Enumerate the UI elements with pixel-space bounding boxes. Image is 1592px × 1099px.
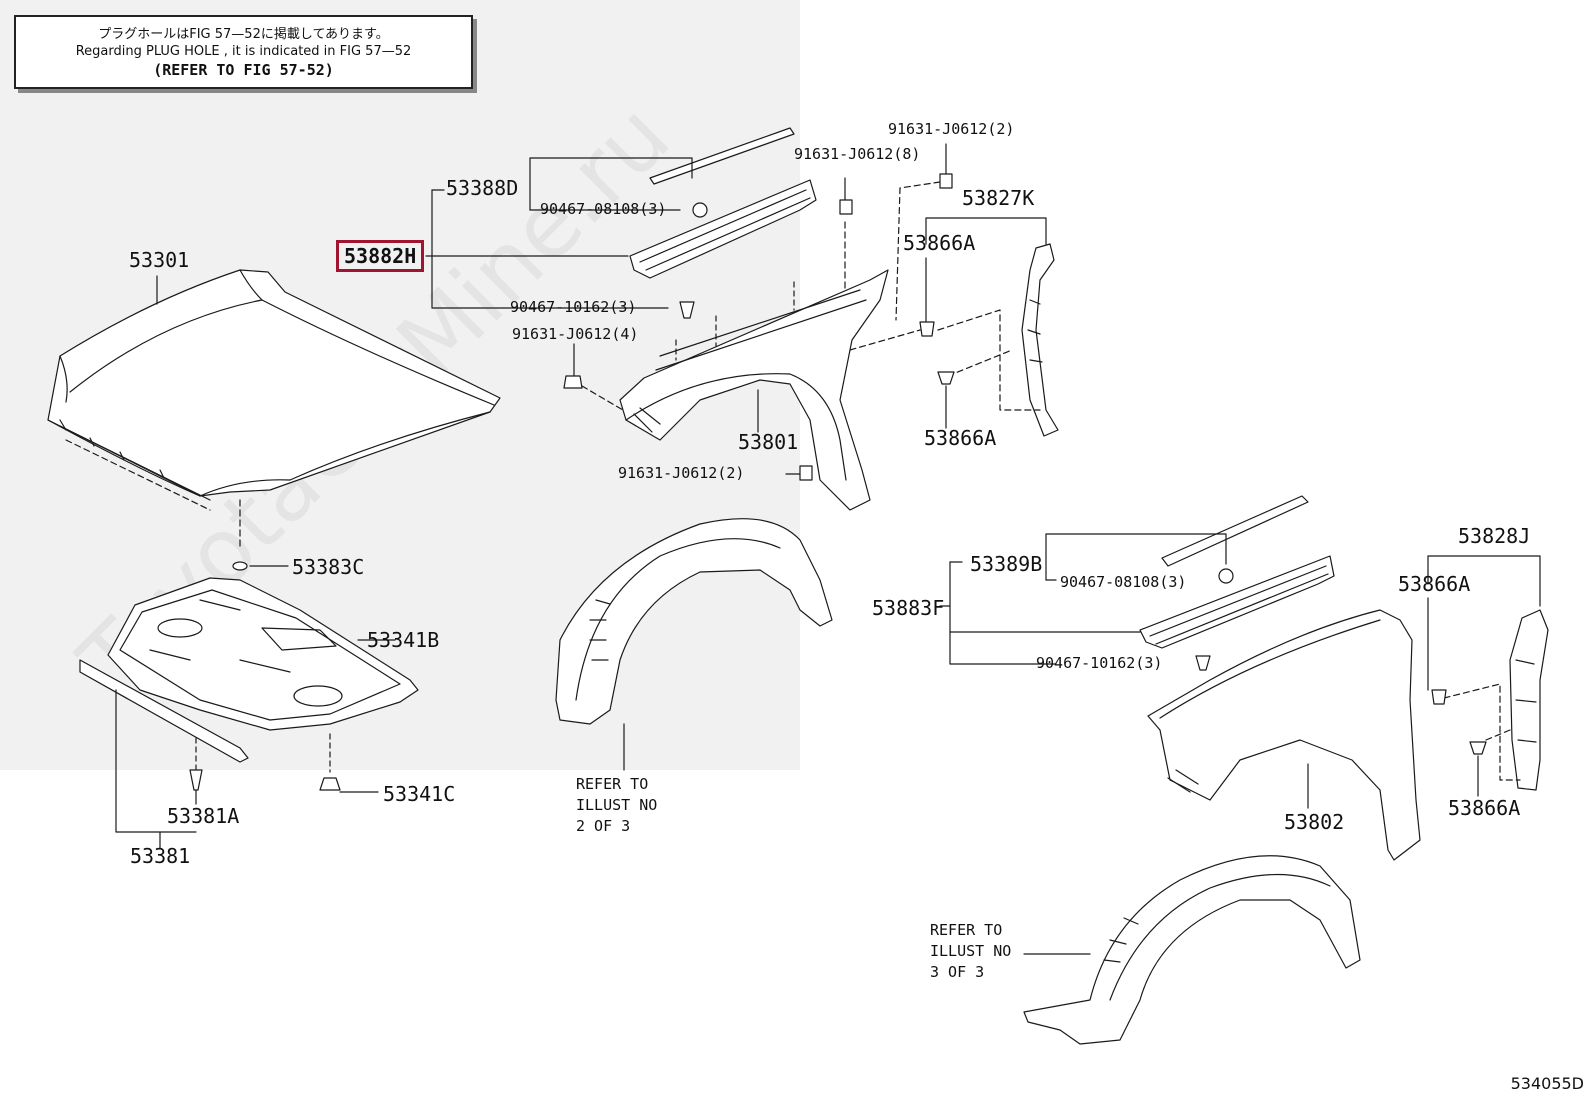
label-53341c[interactable]: 53341C [383,782,456,806]
figure-code: 534055D [1510,1074,1584,1093]
label-53866a-2[interactable]: 53866A [924,426,997,450]
bolt-91631-b [839,199,853,215]
liner-k-leaders [849,217,1047,429]
label-53883f[interactable]: 53883F [872,596,945,620]
clip-90467-08108-rh [692,202,708,218]
label-53341b[interactable]: 53341B [367,628,440,652]
label-53388d[interactable]: 53388D [446,176,519,200]
note-refer: (REFER TO FIG 57-52) [153,61,334,79]
label-91631-j0612-8[interactable]: 91631-J0612(8) [794,145,921,163]
clip-53341c [319,777,341,791]
clip-53866a-4 [1469,741,1487,755]
bolt-91631-d [799,465,813,481]
clip-90467-10162-lh [1195,655,1211,671]
liner-j-leaders [1427,555,1541,797]
label-53381a[interactable]: 53381A [167,804,240,828]
fender-liner-center-drawing [555,518,833,725]
fender-53801-drawing [619,269,889,511]
label-53381[interactable]: 53381 [130,844,191,868]
note-japanese: プラグホールはFIG 57—52に掲載してあります。 [98,27,389,42]
label-53383c[interactable]: 53383C [292,555,365,579]
seal-53381-drawing [79,659,249,763]
label-90467-08108-lh[interactable]: 90467-08108(3) [1060,573,1187,591]
label-91631-j0612-4[interactable]: 91631-J0612(4) [512,325,639,343]
rh-seal-leaders [425,143,947,475]
label-90467-08108-rh[interactable]: 90467-08108(3) [540,200,667,218]
label-53882h-selected[interactable]: 53882H [336,240,425,272]
bolt-91631-a [563,375,583,389]
label-53827k[interactable]: 53827K [962,186,1035,210]
clip-53381a [189,769,203,791]
label-53866a-3[interactable]: 53866A [1398,572,1471,596]
liner-53828j-drawing [1509,609,1549,791]
hood-leaders [65,275,289,567]
label-53301[interactable]: 53301 [129,248,190,272]
label-91631-j0612-2-top[interactable]: 91631-J0612(2) [888,120,1015,138]
insulator-drawing [107,577,419,731]
note-english: Regarding PLUG HOLE , it is indicated in… [75,44,412,59]
label-90467-10162-rh[interactable]: 90467-10162(3) [510,298,637,316]
seal-leaders [115,689,379,849]
plug-53383c [232,561,248,571]
hood-drawing [47,269,501,501]
clip-90467-08108-lh [1218,568,1234,584]
label-90467-10162-lh[interactable]: 90467-10162(3) [1036,654,1163,672]
seal-strip-rh [649,127,795,185]
refer-illust-2-of-3[interactable]: REFER TO ILLUST NO 2 OF 3 [576,775,658,835]
label-53866a-1[interactable]: 53866A [903,231,976,255]
label-53802[interactable]: 53802 [1284,810,1345,834]
lh-seal-leaders [939,533,1227,665]
clip-90467-10162-rh [679,301,695,319]
clip-53866a-3 [1431,689,1447,705]
clip-53866a-2 [937,371,955,385]
note-box: プラグホールはFIG 57—52に掲載してあります。 Regarding PLU… [14,15,473,89]
fender-53802-drawing [1147,609,1421,861]
seal-strip-lh [1161,495,1309,567]
bolt-91631-c [939,173,953,189]
label-91631-j0612-2-bottom[interactable]: 91631-J0612(2) [618,464,745,482]
clip-53866a-1 [919,321,935,337]
refer-illust-3-of-3[interactable]: REFER TO ILLUST NO 3 OF 3 [930,921,1012,981]
label-53801[interactable]: 53801 [738,430,799,454]
label-53866a-4[interactable]: 53866A [1448,796,1521,820]
liner-53827k-drawing [1021,243,1059,437]
label-53828j[interactable]: 53828J [1458,524,1531,548]
fender-liner-lower-drawing [1023,855,1361,1045]
label-53389b[interactable]: 53389B [970,552,1043,576]
seal-53882h-drawing [629,179,817,279]
